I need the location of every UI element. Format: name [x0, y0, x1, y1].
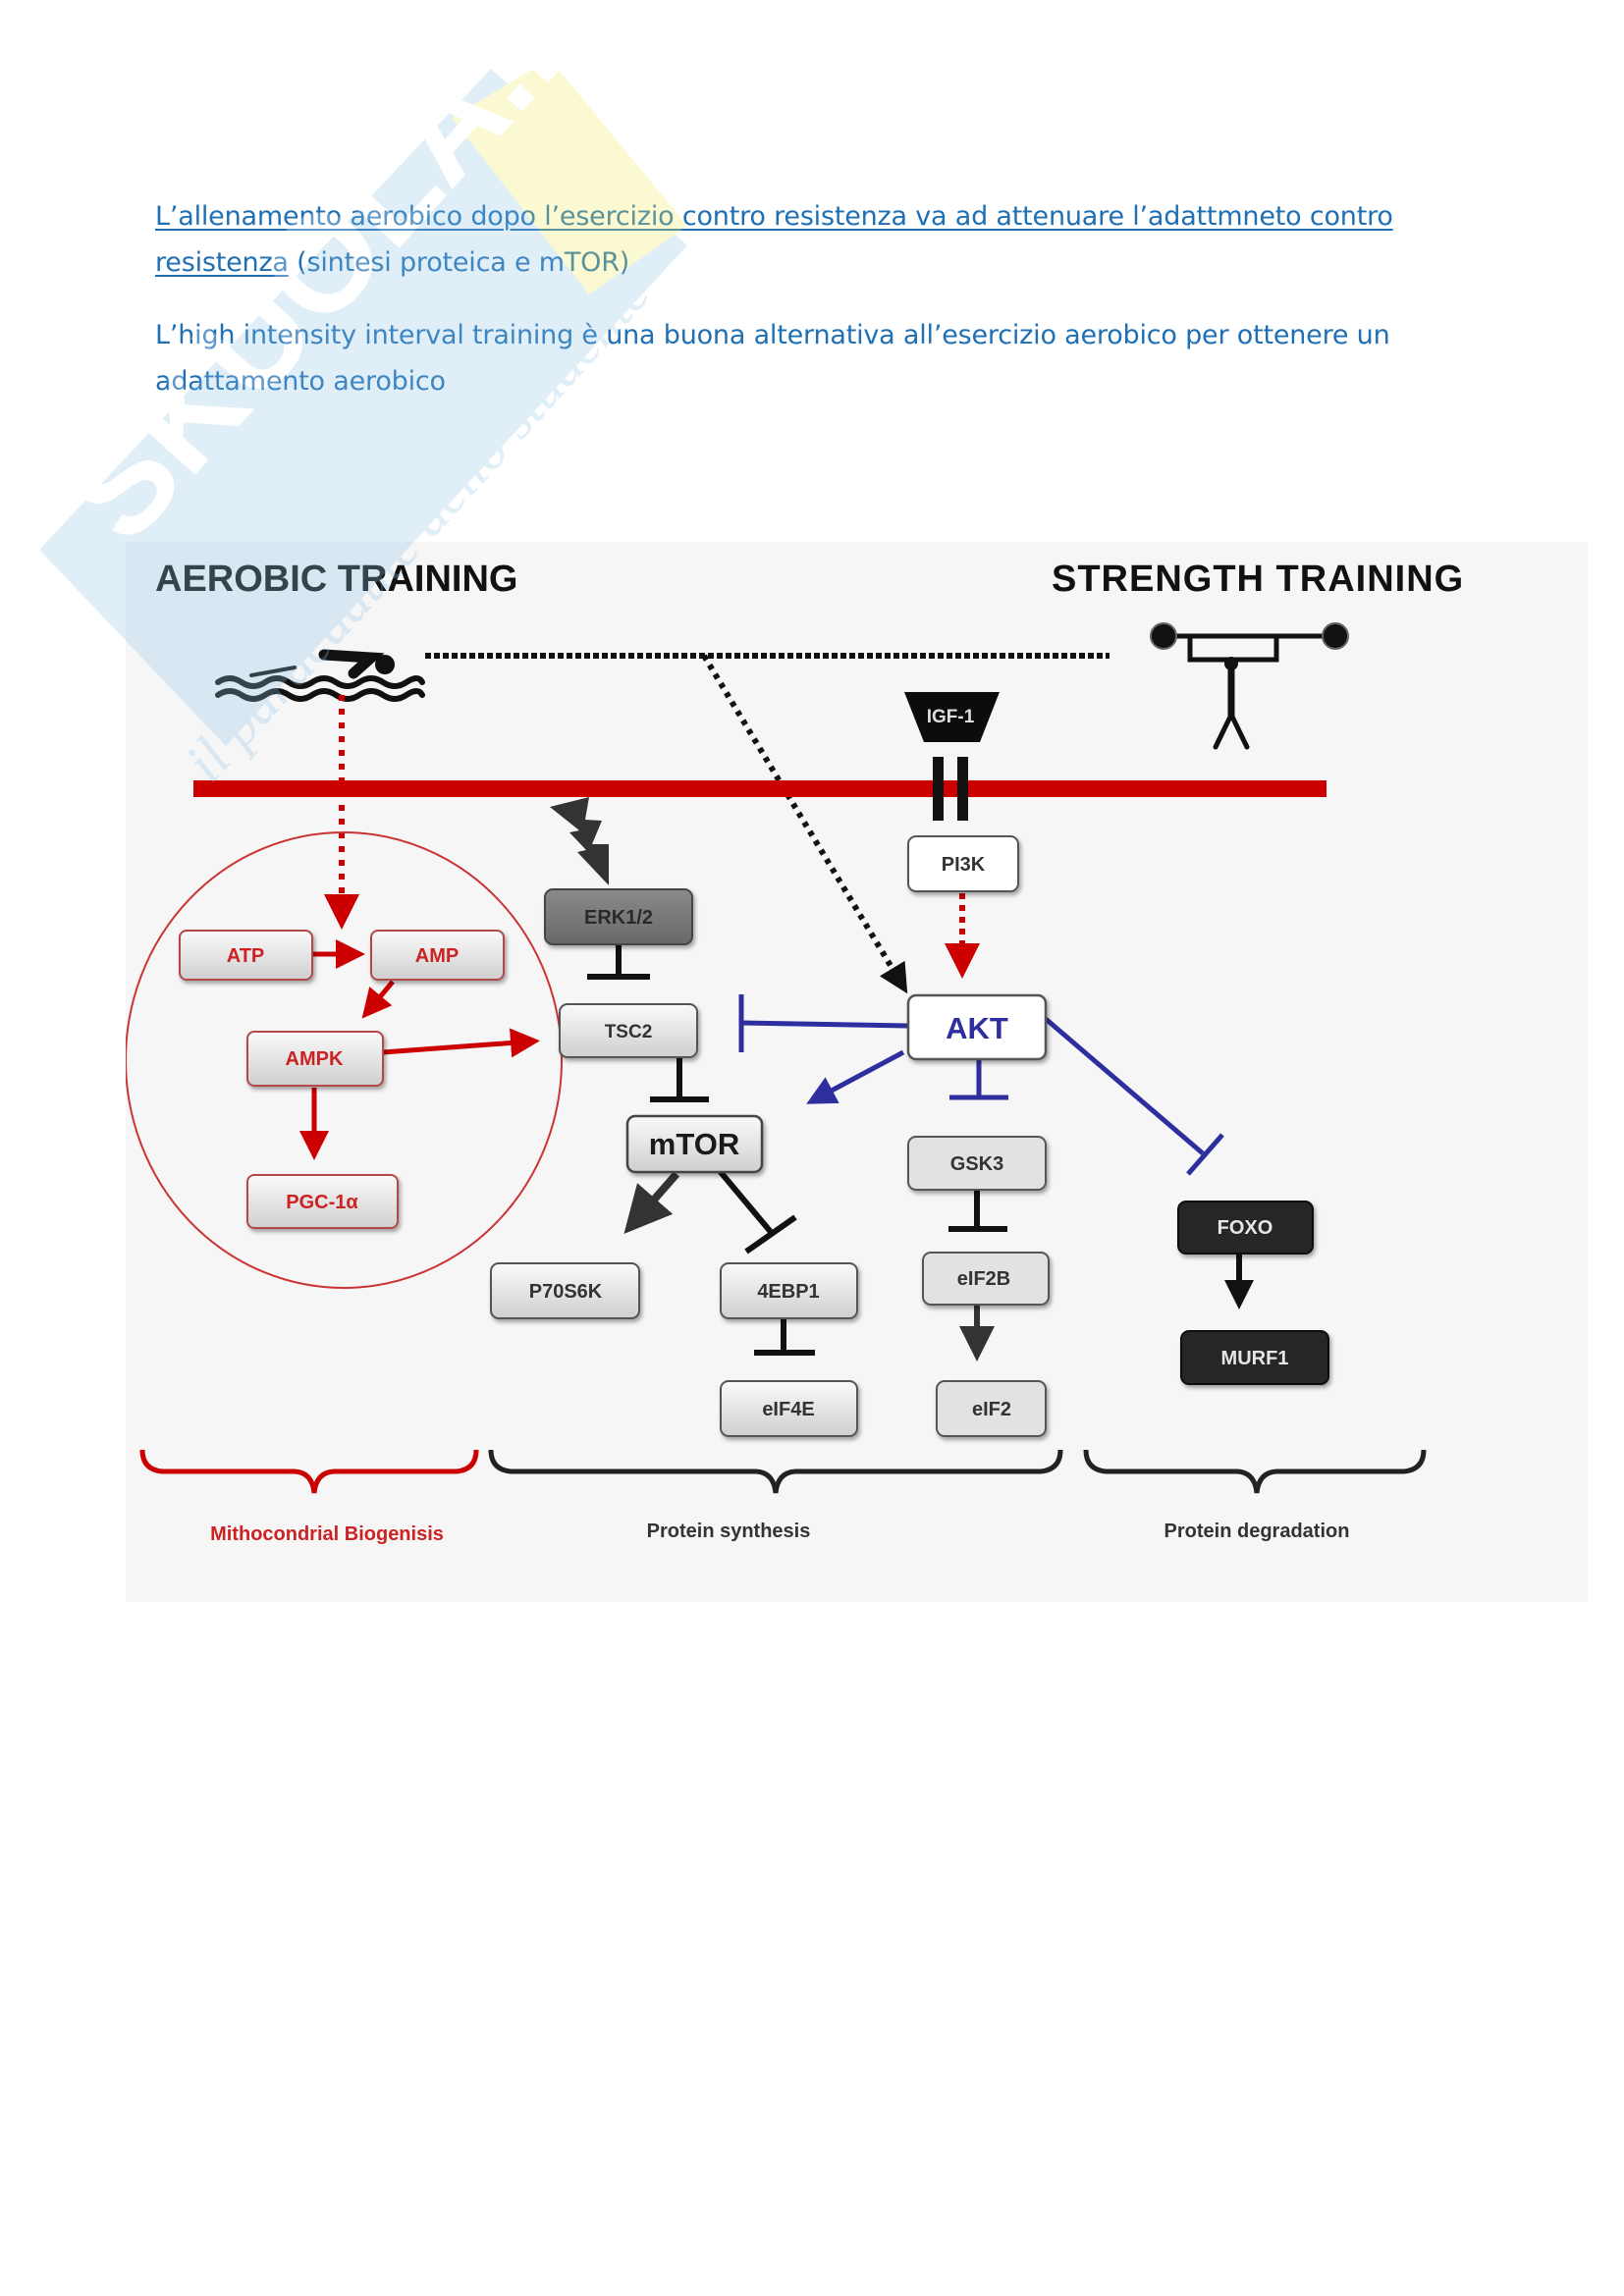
- heading-aerobic-training: AEROBIC TRAINING: [155, 559, 517, 600]
- node-murf1-box: [1180, 1330, 1329, 1385]
- node-4ebp1-box: [720, 1262, 858, 1319]
- node-atp: ATP: [227, 945, 265, 967]
- inhibition-tsc2-mtor: [650, 1057, 709, 1102]
- node-eif2b: eIF2B: [957, 1268, 1010, 1290]
- node-4ebp1: 4EBP1: [757, 1281, 819, 1303]
- underlined-text: L’allenamento aerobico dopo l’esercizio …: [155, 201, 1393, 278]
- node-eif2-box: [936, 1380, 1047, 1437]
- node-p70s6k-box: [490, 1262, 640, 1319]
- node-eif2: eIF2: [972, 1399, 1011, 1420]
- node-pgc1a-box: [246, 1174, 399, 1229]
- node-murf1: MURF1: [1221, 1348, 1289, 1369]
- paragraph-suffix: (sintesi proteica e mTOR): [288, 247, 630, 278]
- node-p70s6k: P70S6K: [529, 1281, 603, 1303]
- node-eif4e: eIF4E: [762, 1399, 814, 1420]
- node-mtor: mTOR: [649, 1127, 739, 1161]
- node-amp-box: [370, 930, 505, 981]
- node-akt: AKT: [946, 1011, 1008, 1045]
- node-pgc1a: PGC-1α: [286, 1192, 358, 1213]
- node-ampk-box: [246, 1031, 384, 1087]
- label-protein-degradation: Protein degradation: [1164, 1521, 1350, 1542]
- node-igf-1: IGF-1: [927, 707, 975, 727]
- node-pi3k-box: [907, 835, 1019, 892]
- inhibition-akt-tsc2: [738, 994, 909, 1052]
- signaling-pathway-figure: AEROBIC TRAINING STRENGTH TRAINING IGF-1: [126, 542, 1588, 1602]
- node-tsc2-box: [559, 1003, 698, 1058]
- node-erk-box: [544, 888, 693, 945]
- lightning-icon: [550, 797, 609, 885]
- node-akt-box: [906, 993, 1048, 1061]
- node-tsc2: TSC2: [605, 1022, 653, 1042]
- paragraph-aerobic-after-resistance: L’allenamento aerobico dopo l’esercizio …: [155, 193, 1461, 286]
- node-foxo: FOXO: [1218, 1217, 1273, 1239]
- arrow-mtor-p70s6k: [623, 1171, 680, 1235]
- inhibition-gsk3-eif2b: [948, 1190, 1007, 1232]
- heading-strength-training: STRENGTH TRAINING: [1052, 559, 1464, 600]
- inhibition-akt-foxo: [1044, 1017, 1224, 1176]
- node-foxo-box: [1177, 1201, 1314, 1255]
- receptor-icon: [933, 757, 968, 821]
- igf-1-ligand-icon: IGF-1: [904, 692, 1000, 742]
- node-amp: AMP: [415, 945, 459, 967]
- brace-protein-synthesis: [488, 1449, 1063, 1494]
- node-eif4e-box: [720, 1380, 858, 1437]
- brace-protein-degradation: [1083, 1449, 1427, 1494]
- pathway-diagram: AEROBIC TRAINING STRENGTH TRAINING IGF-1: [126, 559, 1464, 1545]
- weightlifter-icon: [1150, 622, 1349, 750]
- node-erk: ERK1/2: [584, 907, 653, 929]
- paragraph-hiit: L’high intensity interval training è una…: [155, 320, 1390, 397]
- node-eif2b-box: [922, 1252, 1050, 1306]
- node-mtor-box: [625, 1114, 764, 1174]
- node-atp-box: [179, 930, 313, 981]
- arrow-amp-ampk: [361, 980, 395, 1019]
- node-pi3k: PI3K: [942, 854, 986, 876]
- dotted-link-to-akt: [701, 654, 908, 994]
- brace-mitochondrial: [139, 1449, 479, 1494]
- label-mitochondrial-biogenesis: Mithocondrial Biogenisis: [210, 1523, 444, 1545]
- inhibition-akt-gsk3: [949, 1059, 1008, 1100]
- arrow-ampk-tsc2: [382, 1028, 540, 1058]
- label-protein-synthesis: Protein synthesis: [647, 1521, 811, 1542]
- arrow-akt-mtor: [806, 1049, 905, 1104]
- inhibition-4ebp1-eif4e: [754, 1318, 815, 1356]
- node-ampk: AMPK: [286, 1048, 344, 1070]
- inhibition-erk-tsc2: [587, 944, 650, 980]
- swimmer-icon: [215, 649, 425, 702]
- mitochondrial-circle: [126, 831, 563, 1289]
- inhibition-mtor-4ebp1: [717, 1169, 797, 1255]
- node-gsk3-box: [907, 1136, 1047, 1191]
- node-gsk3: GSK3: [950, 1153, 1003, 1175]
- cell-membrane: [193, 780, 1326, 797]
